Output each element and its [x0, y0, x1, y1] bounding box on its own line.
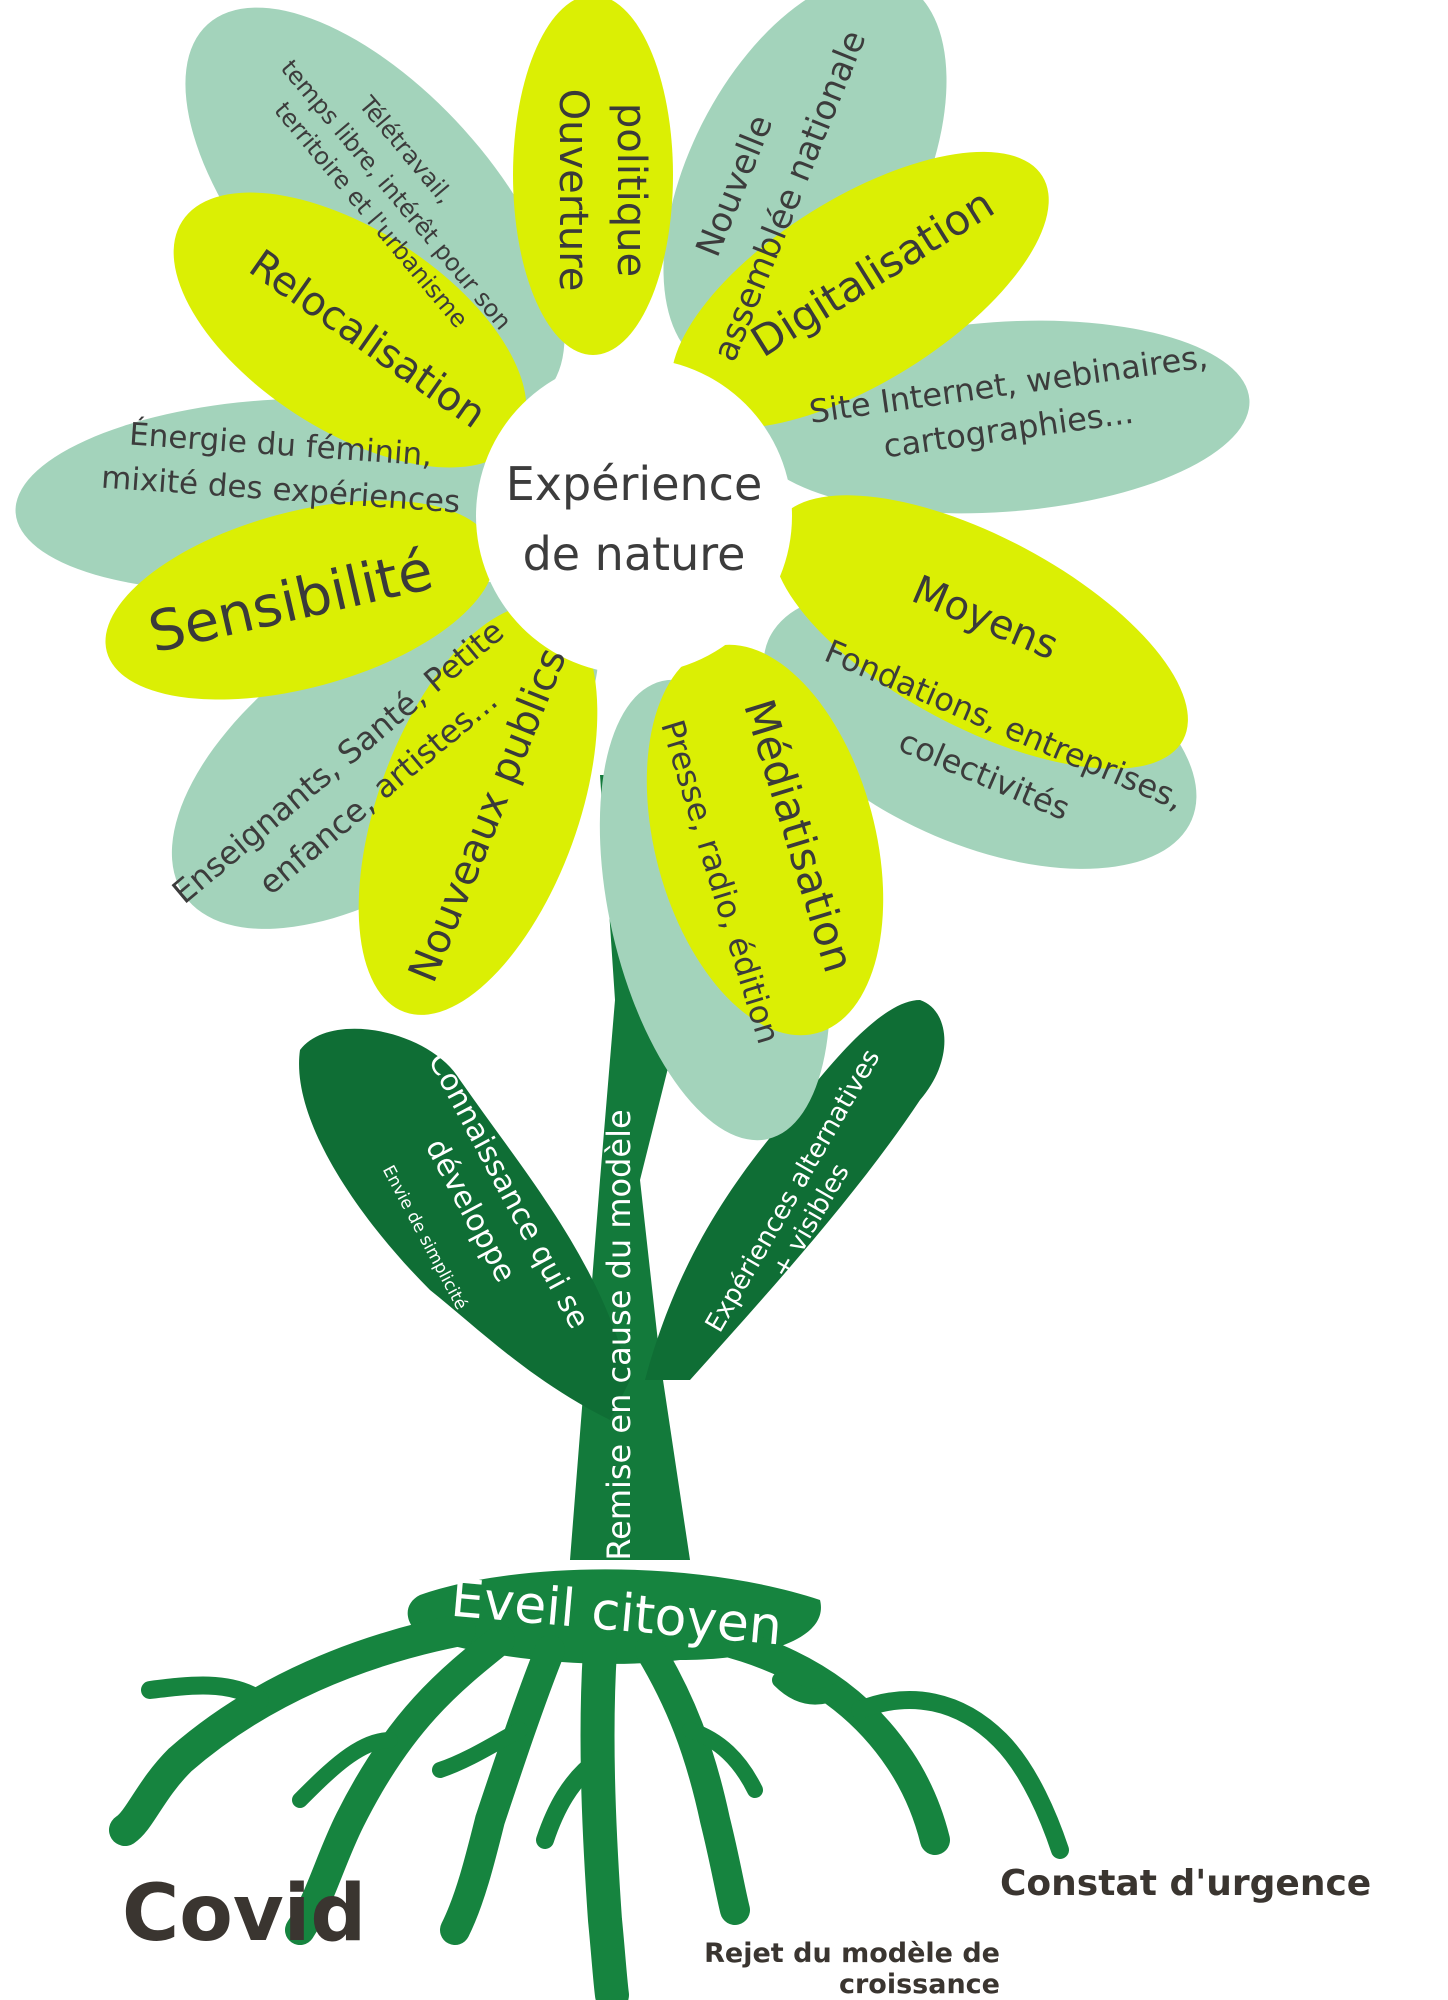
label-rejet-1: Rejet du modèle de [704, 1938, 1000, 1969]
petal-moyens [772, 495, 1188, 769]
label-covid: Covid [122, 1869, 366, 1959]
label-constat: Constat d'urgence [1000, 1863, 1371, 1904]
root-4b [536, 1751, 607, 1849]
root-1b [141, 1676, 269, 1709]
root-4 [580, 1633, 629, 2000]
root-3 [440, 1635, 565, 1945]
petals [15, 0, 1250, 1141]
petal-ouverture [513, 0, 673, 355]
root-6 [705, 1625, 950, 1855]
right-leaf [645, 1000, 945, 1380]
label-remise: Remise en cause du modèle [600, 1109, 638, 1560]
root-6b [851, 1691, 1069, 1859]
center-line1: Expérience [506, 457, 763, 511]
root-2b [292, 1732, 398, 1808]
label-ouverture-2: politique [608, 103, 654, 277]
left-leaf [299, 1028, 630, 1420]
petal-mediatisation [646, 644, 884, 1036]
petal-sensibilite [105, 500, 495, 700]
root-5b [682, 1722, 763, 1798]
petal-digitalisation [671, 151, 1049, 429]
label-ouverture-1: Ouverture [550, 89, 596, 292]
label-rejet-2: croissance [839, 1969, 1000, 2000]
root-7 [772, 1672, 848, 1705]
petal-relocalisation [173, 192, 527, 468]
root-5 [635, 1635, 750, 1925]
petal-nouveaux-publics [358, 605, 598, 1015]
roots [109, 1569, 1069, 2000]
flower-center [476, 358, 792, 674]
root-2 [285, 1625, 515, 1945]
center-line2: de nature [523, 527, 746, 581]
root-1 [109, 1614, 476, 1846]
root-3b [432, 1722, 528, 1778]
